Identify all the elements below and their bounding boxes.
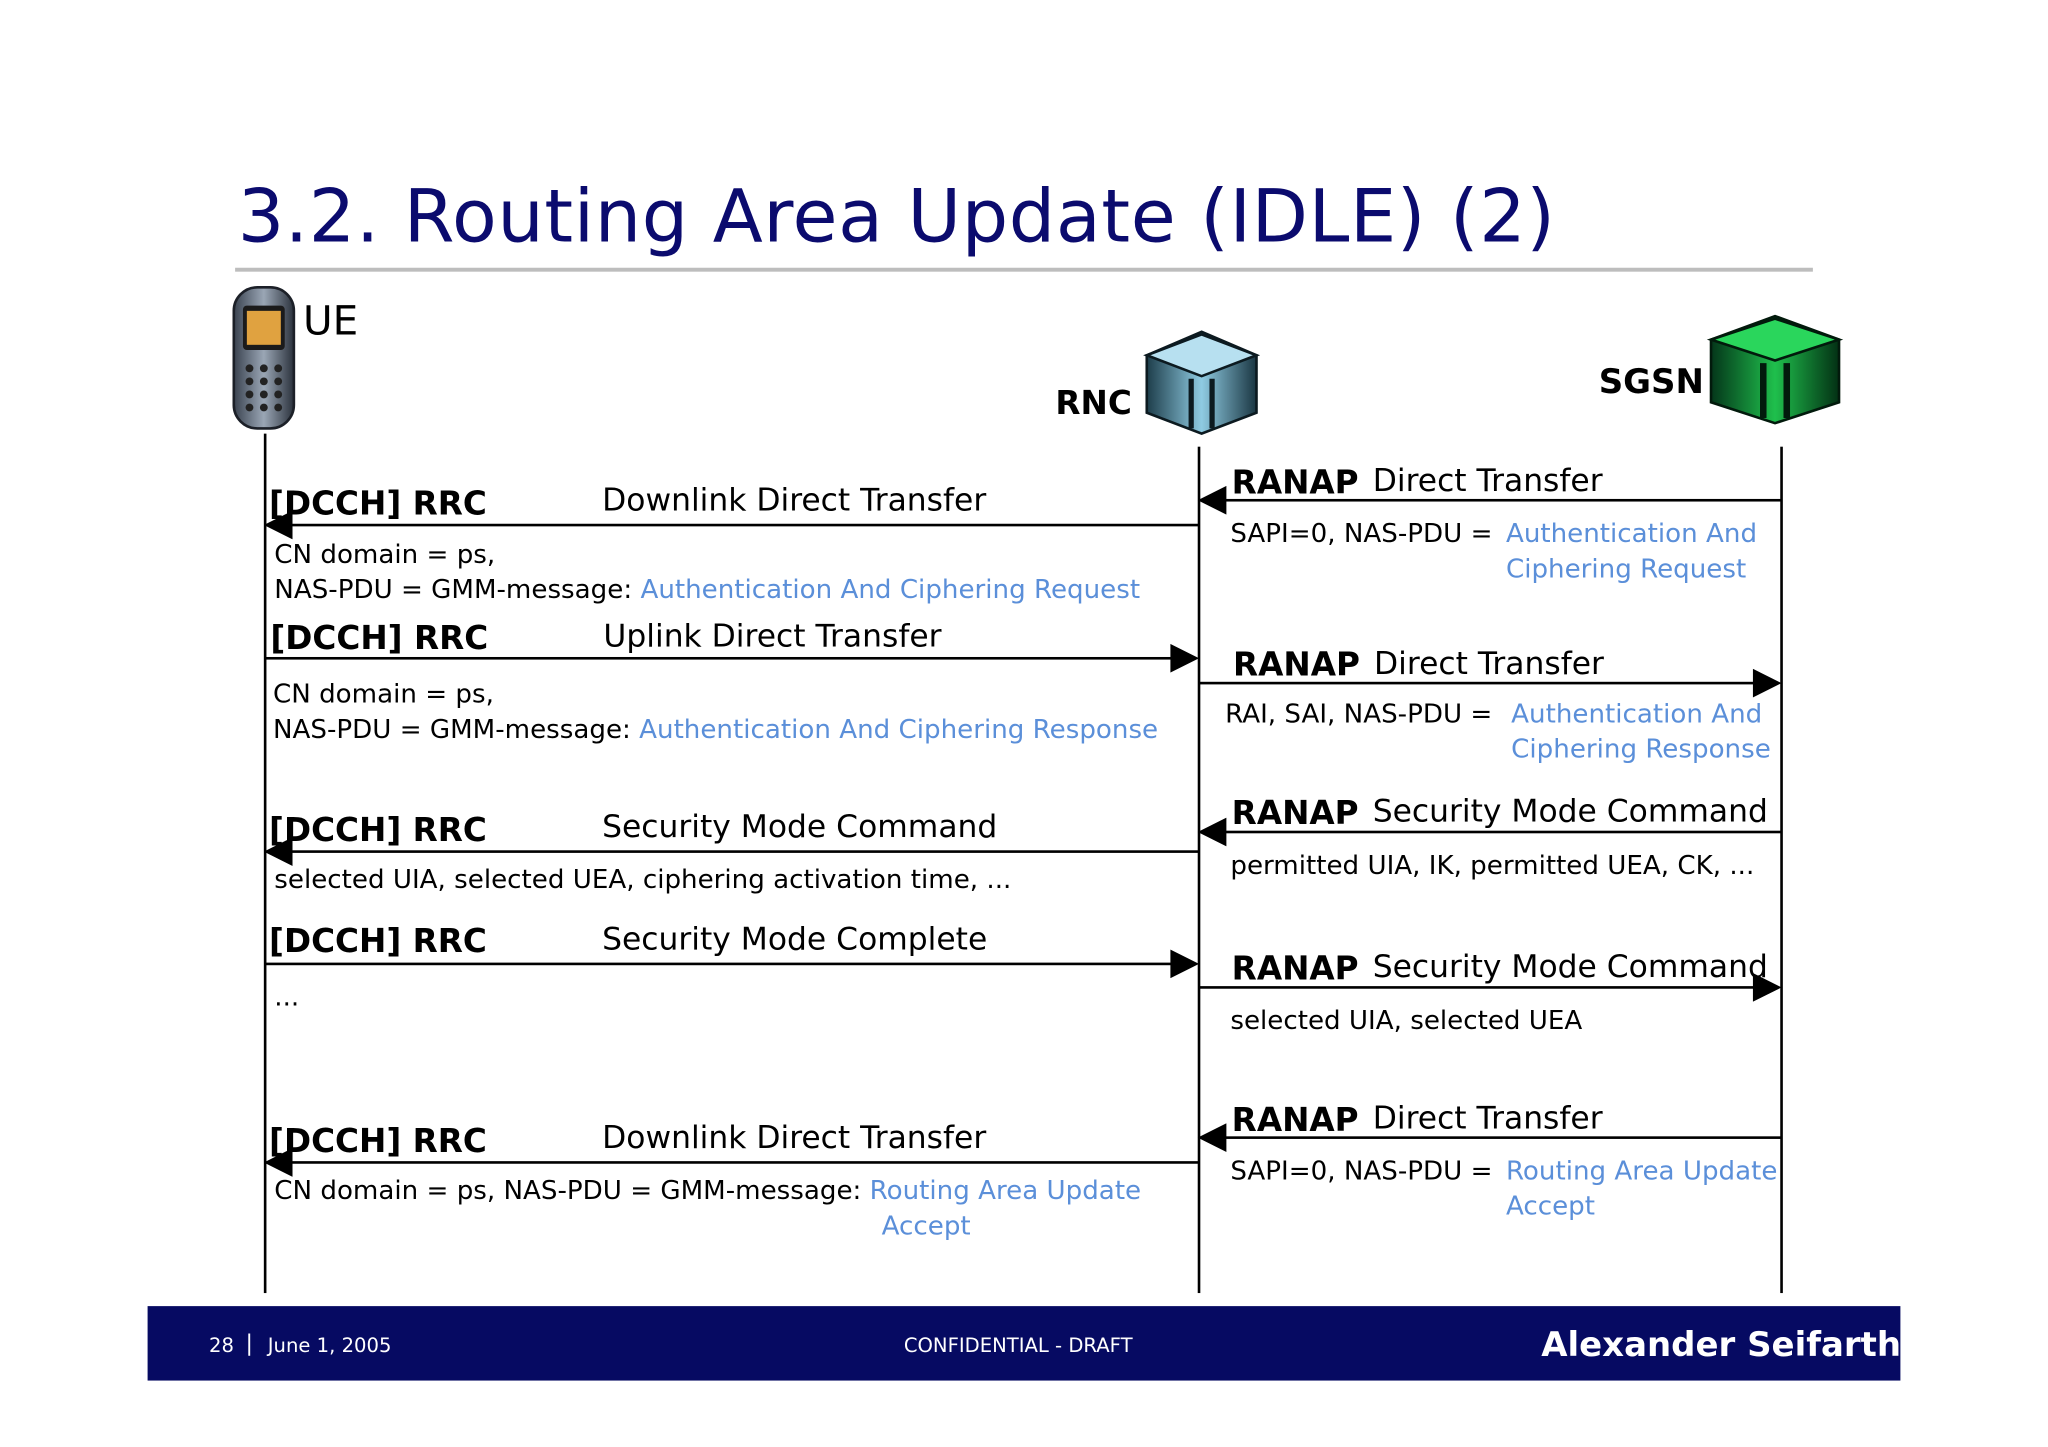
message-arrow: [1199, 986, 1761, 989]
param-text: CN domain = ps, NAS-PDU = GMM-message:: [274, 1174, 870, 1206]
rrc-protocol-label: [DCCH] RRC: [269, 1121, 487, 1160]
arrowhead-left-icon: [263, 1148, 293, 1177]
param-text: NAS-PDU = GMM-message:: [274, 573, 641, 605]
footer-separator: |: [245, 1330, 254, 1358]
rnc-lifeline: [1197, 446, 1201, 1294]
message-arrow: [282, 1161, 1200, 1164]
ranap-protocol-label: RANAP: [1231, 794, 1359, 832]
message-arrow: [282, 850, 1200, 853]
ranap-message-name: Security Mode Command: [1372, 792, 1768, 830]
rrc-message-name: Security Mode Command: [602, 808, 998, 846]
rrc-protocol-label: [DCCH] RRC: [270, 619, 489, 657]
confidential-label: CONFIDENTIAL - DRAFT: [903, 1333, 1133, 1358]
param-line: NAS-PDU = GMM-message: Authentication An…: [273, 712, 1158, 747]
page-number: 28: [208, 1333, 234, 1358]
arrowhead-right-icon: [1752, 973, 1782, 1002]
nas-message-line: Accept: [1505, 1189, 1595, 1222]
rrc-protocol-label: [DCCH] RRC: [269, 811, 487, 849]
message-params: RAI, SAI, NAS-PDU =: [1225, 697, 1493, 729]
message-arrow: [1217, 830, 1782, 834]
message-params: SAPI=0, NAS-PDU =: [1230, 517, 1493, 549]
rrc-message-name: Downlink Direct Transfer: [602, 1119, 987, 1156]
message-params: selected UIA, selected UEA: [1230, 1004, 1583, 1036]
nas-message-name: Authentication And Ciphering Request: [640, 573, 1141, 605]
nas-message-line: Ciphering Response: [1511, 732, 1771, 765]
message-params: permitted UIA, IK, permitted UEA, CK, ..…: [1230, 848, 1755, 881]
message-arrow: [1217, 498, 1782, 502]
arrowhead-left-icon: [1197, 1123, 1227, 1152]
page-title: 3.2. Routing Area Update (IDLE) (2): [237, 175, 1556, 260]
message-arrow: [265, 962, 1180, 966]
sgsn-lifeline: [1780, 446, 1783, 1294]
sgsn-label: SGSN: [1598, 363, 1704, 403]
arrowhead-right-icon: [1170, 643, 1200, 673]
rrc-message-name: Uplink Direct Transfer: [603, 617, 942, 655]
message-params: CN domain = ps, NAS-PDU = GMM-message: A…: [273, 677, 1158, 748]
footer-date: June 1, 2005: [267, 1333, 392, 1358]
message-arrow: [265, 656, 1180, 660]
ranap-message-name: Direct Transfer: [1372, 1099, 1603, 1137]
ranap-protocol-label: RANAP: [1232, 645, 1360, 684]
nas-message-name: Authentication And Ciphering Response: [639, 713, 1159, 745]
arrowhead-right-icon: [1752, 668, 1782, 698]
message-arrow: [282, 523, 1200, 527]
nas-message-line: Routing Area Update: [1505, 1154, 1778, 1186]
title-divider: [235, 267, 1813, 272]
ranap-message-name: Direct Transfer: [1372, 462, 1603, 499]
rrc-protocol-label: [DCCH] RRC: [269, 922, 487, 960]
arrowhead-left-icon: [263, 837, 293, 866]
rrc-message-name: Security Mode Complete: [602, 920, 988, 958]
param-line: NAS-PDU = GMM-message: Authentication An…: [274, 572, 1140, 607]
ranap-protocol-label: RANAP: [1231, 463, 1359, 502]
message-params: SAPI=0, NAS-PDU =: [1230, 1154, 1493, 1186]
ue-label: UE: [303, 297, 359, 345]
arrowhead-left-icon: [1197, 485, 1227, 515]
ranap-message-name: Direct Transfer: [1374, 645, 1604, 682]
arrowhead-right-icon: [1170, 949, 1200, 979]
mobile-phone-icon: [232, 286, 296, 430]
rnc-label: RNC: [1055, 383, 1132, 422]
message-arrow: [1217, 1136, 1782, 1139]
rnc-node-icon: [1143, 330, 1261, 436]
nas-message-line: Authentication And: [1505, 517, 1758, 549]
nas-message-line: Ciphering Request: [1505, 552, 1747, 584]
rrc-message-name: Downlink Direct Transfer: [602, 481, 987, 519]
nas-message-line: Authentication And: [1511, 697, 1763, 729]
ranap-protocol-label: RANAP: [1231, 949, 1359, 988]
rrc-protocol-label: [DCCH] RRC: [269, 484, 487, 523]
ranap-message-name: Security Mode Command: [1372, 948, 1768, 985]
sgsn-node-icon: [1706, 314, 1844, 425]
param-text: NAS-PDU = GMM-message:: [272, 713, 640, 745]
message-arrow: [1199, 681, 1761, 685]
author-name: Alexander Seifarth: [1541, 1325, 1902, 1365]
nas-message-name: Accept: [881, 1209, 971, 1241]
param-line: CN domain = ps,: [272, 677, 494, 710]
ranap-protocol-label: RANAP: [1231, 1101, 1359, 1139]
param-line: CN domain = ps, NAS-PDU = GMM-message: R…: [274, 1173, 1141, 1208]
footer-bar: [147, 1306, 1901, 1381]
nas-message-name: Routing Area Update: [869, 1174, 1142, 1206]
param-line: CN domain = ps,: [274, 538, 496, 570]
message-params: ...: [274, 980, 300, 1013]
message-params: CN domain = ps, NAS-PDU = GMM-message: A…: [274, 537, 1140, 608]
arrowhead-left-icon: [1197, 817, 1227, 847]
ue-lifeline: [263, 433, 267, 1294]
message-params: CN domain = ps, NAS-PDU = GMM-message: R…: [274, 1173, 1141, 1208]
message-params: selected UIA, selected UEA, ciphering ac…: [274, 863, 1012, 895]
arrowhead-left-icon: [263, 510, 293, 540]
